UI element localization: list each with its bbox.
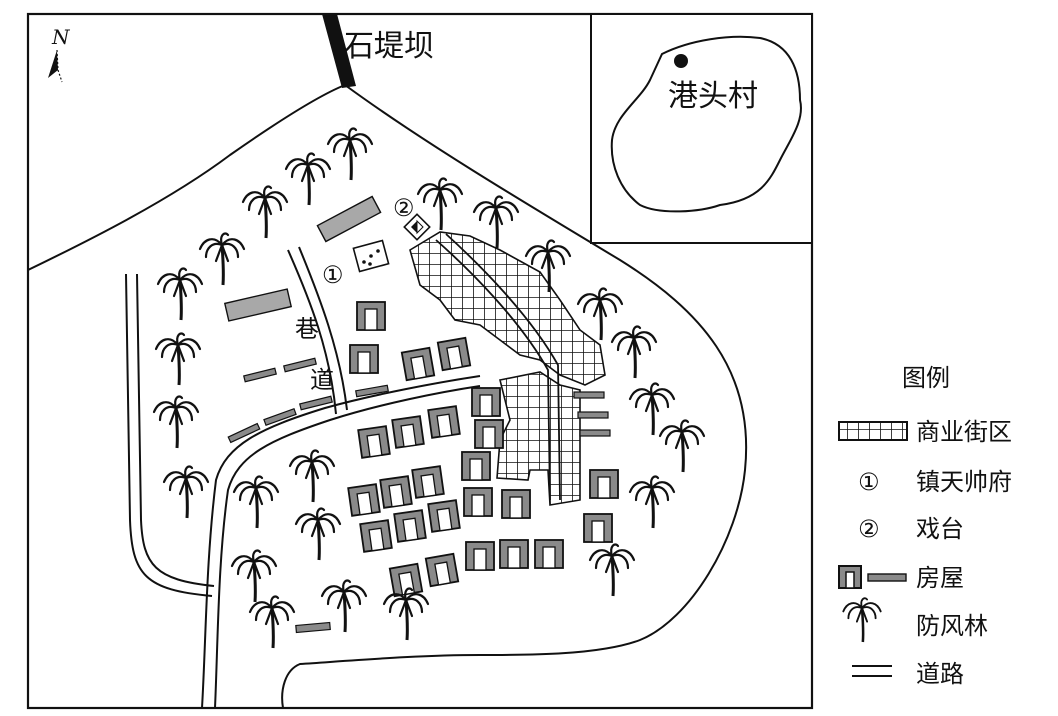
house xyxy=(347,483,381,517)
palm-tree-icon xyxy=(472,195,520,249)
commercial-lane xyxy=(435,233,561,501)
house xyxy=(357,425,391,459)
house xyxy=(465,541,495,571)
palm-tree-icon xyxy=(326,127,374,181)
legend-grid-swatch xyxy=(838,421,908,441)
palm-tree-icon xyxy=(628,382,676,436)
legend-label-commercial: 商业街区 xyxy=(916,418,1012,446)
house xyxy=(400,346,436,382)
legend-symbol-2: ② xyxy=(858,515,880,543)
inset-village-label: 港头村 xyxy=(668,79,758,114)
palm-tree-icon xyxy=(588,543,636,597)
house xyxy=(474,419,504,449)
palm-tree-icon xyxy=(524,239,572,293)
palm-tree-icon xyxy=(162,465,210,519)
house xyxy=(436,336,472,372)
marker-1-label: ① xyxy=(322,261,344,289)
palm-tree-icon xyxy=(288,449,336,503)
inset-village-marker xyxy=(674,54,688,68)
house xyxy=(411,465,445,499)
legend-label-stage: 戏台 xyxy=(916,515,964,543)
windbreak-forest xyxy=(152,127,706,649)
palm-tree-icon xyxy=(842,597,882,643)
palm-tree-icon xyxy=(232,475,280,529)
house xyxy=(583,513,613,543)
legend: 图例 商业街区 ① 镇天帅府 ② 戏台 房屋 防风林 道路 xyxy=(838,364,1012,688)
house xyxy=(356,301,386,331)
legend-label-mansion: 镇天帅府 xyxy=(916,468,1012,496)
palm-tree-icon xyxy=(382,587,430,641)
house xyxy=(427,405,461,439)
house xyxy=(424,552,460,588)
house xyxy=(393,509,427,543)
legend-road-icon xyxy=(852,665,892,677)
legend-title: 图例 xyxy=(902,364,950,392)
commercial-block-north xyxy=(409,231,606,386)
house xyxy=(359,519,393,553)
lane-label-1: 巷 xyxy=(295,315,319,343)
legend-label-road: 道路 xyxy=(916,660,964,688)
palm-tree-icon xyxy=(284,152,332,206)
long-houses xyxy=(223,195,382,322)
house xyxy=(391,415,425,449)
palm-tree-icon xyxy=(320,579,368,633)
palm-tree-icon xyxy=(294,507,342,561)
opera-stage xyxy=(403,213,431,241)
legend-label-forest: 防风林 xyxy=(916,612,988,640)
legend-label-house: 房屋 xyxy=(916,564,964,592)
island-outline xyxy=(28,83,748,708)
lane-label-2: 道 xyxy=(310,366,334,394)
house xyxy=(461,451,491,481)
house xyxy=(499,539,529,569)
map-frame xyxy=(26,12,814,710)
house xyxy=(379,475,413,509)
north-arrow-icon xyxy=(48,49,63,83)
house xyxy=(388,562,424,598)
marker-2-label: ② xyxy=(393,194,415,222)
dam-label: 石堤坝 xyxy=(344,29,434,64)
lane-road xyxy=(287,246,348,415)
thin-houses xyxy=(227,357,611,634)
house xyxy=(589,469,619,499)
legend-symbol-1: ① xyxy=(858,468,880,496)
house xyxy=(501,489,531,519)
mansion-dots xyxy=(362,249,380,266)
palm-tree-icon xyxy=(230,549,278,603)
inset-island-outline xyxy=(610,35,802,213)
commercial-block-south xyxy=(496,371,581,506)
house xyxy=(427,499,461,533)
left-road xyxy=(125,273,215,597)
legend-palm-icon xyxy=(842,597,882,643)
palm-tree-icon xyxy=(154,332,202,386)
house xyxy=(349,344,379,374)
palm-tree-icon xyxy=(416,177,464,231)
palm-tree-icon xyxy=(152,395,200,449)
palm-tree-icon xyxy=(610,325,658,379)
legend-house-icon xyxy=(838,565,907,589)
palm-tree-icon xyxy=(628,475,676,529)
stone-dam xyxy=(322,14,356,88)
main-road xyxy=(201,375,481,708)
palm-tree-icon xyxy=(241,185,289,239)
square-houses xyxy=(347,301,619,598)
palm-tree-icon xyxy=(156,267,204,321)
palm-tree-icon xyxy=(198,232,246,286)
north-label: N xyxy=(51,25,71,49)
house xyxy=(463,487,493,517)
house xyxy=(471,387,501,417)
palm-tree-icon xyxy=(248,595,296,649)
house xyxy=(534,539,564,569)
palm-tree-icon xyxy=(658,419,706,473)
palm-tree-icon xyxy=(576,287,624,341)
